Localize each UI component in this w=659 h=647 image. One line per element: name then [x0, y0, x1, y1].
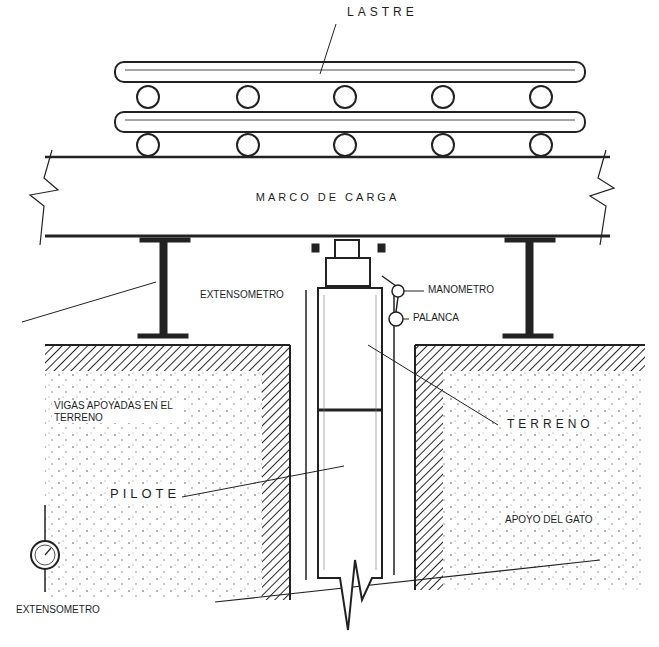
leader-line [22, 282, 156, 322]
part-label: VIGAS APOYADAS EN EL TERRENO [52, 400, 184, 423]
loading-frame [30, 150, 614, 245]
frame-band: MARCO DE CARGA [60, 160, 595, 234]
part-label: APOYO DEL GATO [503, 514, 595, 526]
frame-label: MARCO DE CARGA [253, 191, 402, 203]
leader-line [368, 345, 498, 425]
leader-line [182, 466, 344, 497]
pile-and-jack [306, 240, 394, 630]
part-label: LASTRE [345, 6, 420, 20]
part-label: EXTENSOMETRO [14, 604, 102, 616]
part-label: TERRENO [505, 418, 596, 432]
part-label: PALANCA [411, 312, 461, 324]
part-label: MANOMETRO [426, 284, 496, 296]
part-label: EXTENSOMETRO [198, 289, 286, 301]
part-label: PILOTE [108, 487, 182, 502]
ballast [115, 62, 585, 156]
extensometer-symbol [31, 505, 59, 592]
leader-line [320, 24, 336, 74]
